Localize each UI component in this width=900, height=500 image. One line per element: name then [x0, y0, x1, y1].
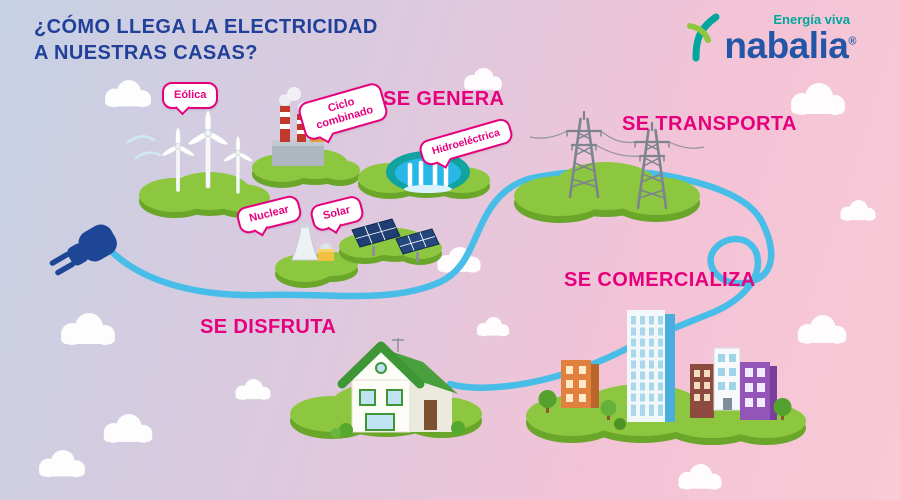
page-title-line2: A NUESTRAS CASAS?: [34, 42, 258, 65]
page-title: ¿CÓMO LLEGA LA ELECTRICIDAD A NUESTRAS C…: [34, 14, 378, 67]
wind-swirl-icon: [126, 135, 162, 160]
nabalia-logo-icon: [687, 13, 720, 62]
nuclear-plant-icon: [291, 224, 334, 261]
stage-se-transporta: SE TRANSPORTA: [622, 113, 797, 135]
cloud-icon: [678, 464, 722, 490]
island-transport: [514, 110, 705, 223]
brand-text: Energía viva nabalia®: [724, 8, 856, 66]
stage-se-comercializa: SE COMERCIALIZA: [564, 269, 756, 291]
city-buildings-icon: [561, 310, 777, 422]
brand-logo: Energía viva nabalia®: [686, 8, 856, 66]
house-icon: [331, 338, 465, 438]
island-plant: [252, 87, 360, 188]
page-title-line1: ¿CÓMO LLEGA LA ELECTRICIDAD: [34, 16, 378, 38]
brand-tagline: Energía viva: [773, 12, 850, 27]
stage-se-disfruta: SE DISFRUTA: [200, 316, 337, 338]
island-solar: [339, 218, 442, 265]
cloud-icon: [791, 83, 845, 115]
stage-se-genera: SE GENERA: [383, 88, 505, 110]
cloud-icon: [840, 200, 876, 221]
brand-name-text: nabalia: [724, 25, 849, 66]
cloud-icon: [61, 313, 115, 345]
island-city: [526, 310, 806, 445]
cloud-icon: [797, 315, 847, 344]
power-lines-icon: [529, 130, 705, 157]
cloud-icon: [476, 317, 510, 337]
cloud-icon: [103, 414, 153, 443]
city-trees-icon: [538, 390, 792, 430]
brand-name: nabalia®: [724, 25, 856, 66]
island-wind: [139, 111, 270, 218]
cloud-icon: [235, 379, 271, 400]
solar-panels-icon: [351, 218, 440, 262]
label-eolica: Eólica: [162, 82, 219, 109]
registered-mark: ®: [848, 35, 856, 48]
plug-icon: [49, 224, 117, 276]
cloud-icon: [105, 80, 151, 108]
island-house: [290, 338, 482, 439]
cloud-icon: [39, 450, 85, 478]
